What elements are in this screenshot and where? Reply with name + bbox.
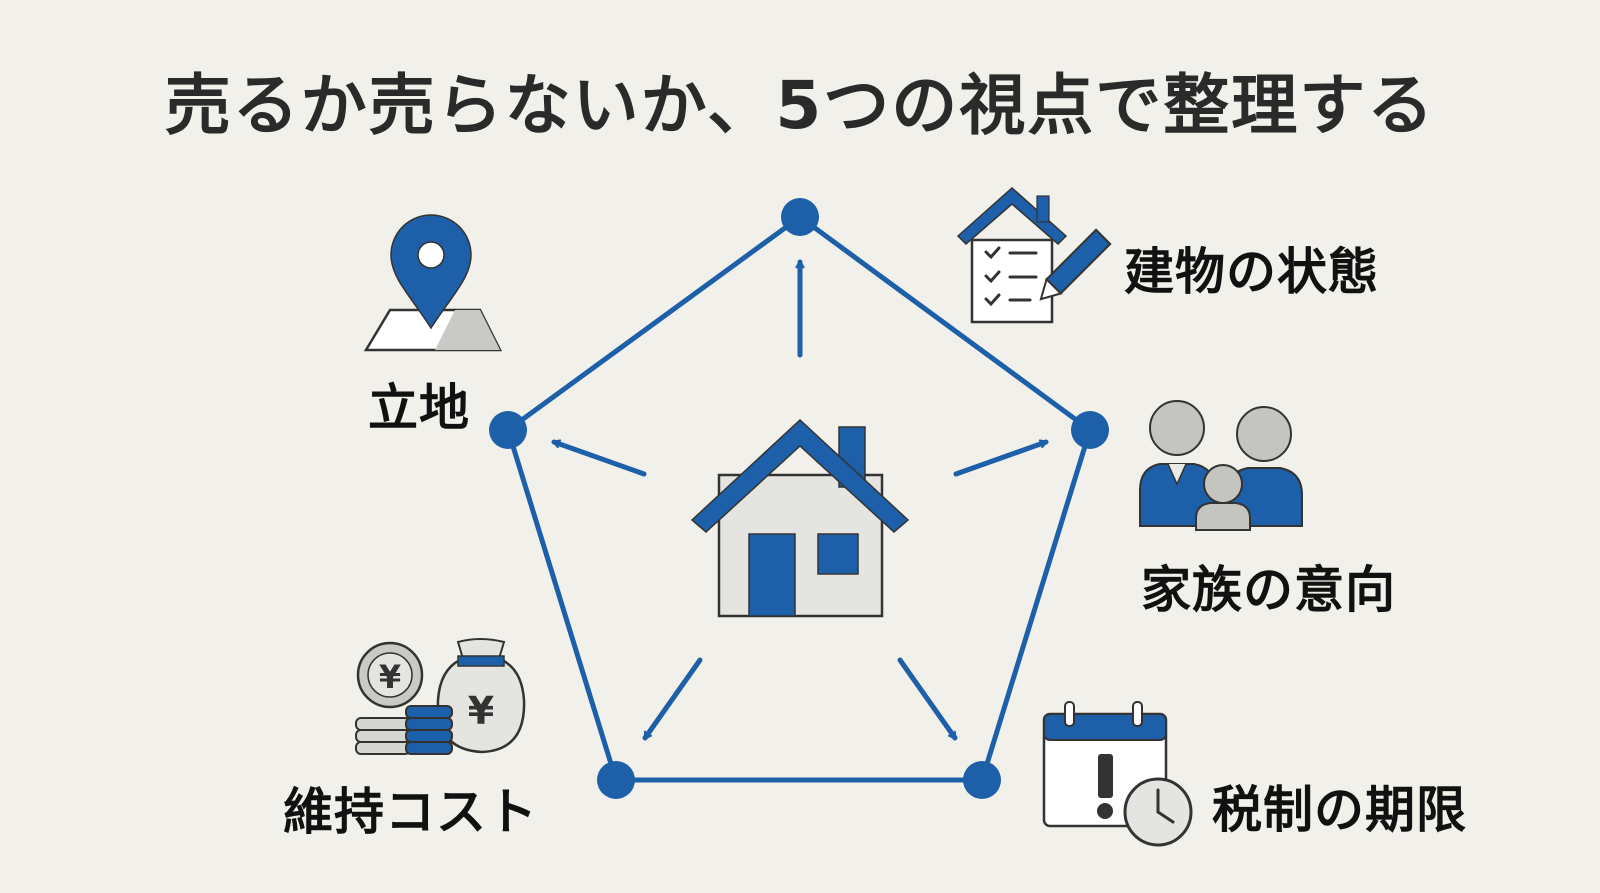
bag-yen-symbol: ¥ [468,689,494,733]
house-checklist-icon [956,186,1112,324]
arrow-down-left [642,657,703,741]
viewpoint-label-building-condition: 建物の状態 [1124,243,1379,301]
arrow-right [953,442,1049,477]
yen-coins-bag-icon: ¥ ¥ [355,638,526,755]
coin-yen-symbol: ¥ [379,658,401,696]
vertex-right [1071,411,1109,449]
viewpoint-label-maintenance-cost: 維持コスト [283,783,538,841]
vertex-bottom-left [597,761,635,799]
arrow-down-right [897,657,958,741]
viewpoint-label-tax-deadline: 税制の期限 [1212,781,1467,839]
pentagon-outline [505,214,1093,783]
vertex-left [489,411,527,449]
arrow-left [551,442,647,477]
viewpoint-label-family-intent: 家族の意向 [1141,561,1396,619]
vertex-bottom-right [963,761,1001,799]
family-icon [1139,400,1303,531]
map-pin-icon [363,214,503,352]
page-title: 売るか売らないか、5つの視点で整理する [164,67,1436,144]
vertex-top [781,198,819,236]
viewpoint-label-location: 立地 [368,379,470,437]
house-icon [690,418,910,618]
calendar-clock-icon [1042,701,1193,847]
